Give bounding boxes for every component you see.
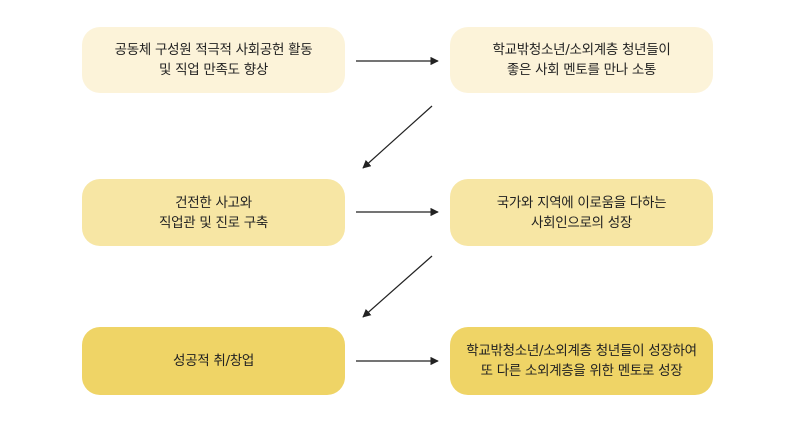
- node-label: 학교밖청소년/소외계층 청년들이 성장하여 또 다른 소외계층을 위한 멘토로 …: [466, 343, 697, 379]
- node-become-mentor: 학교밖청소년/소외계층 청년들이 성장하여 또 다른 소외계층을 위한 멘토로 …: [450, 327, 713, 395]
- node-label: 국가와 지역에 이로움을 다하는 사회인으로의 성장: [496, 194, 667, 231]
- node-social-growth: 국가와 지역에 이로움을 다하는 사회인으로의 성장: [450, 179, 713, 246]
- node-label: 건전한 사고와 직업관 및 진로 구축: [159, 194, 268, 231]
- node-label: 공동체 구성원 적극적 사회공헌 활동 및 직업 만족도 향상: [114, 42, 313, 78]
- arrow-n4-to-n5: [362, 255, 433, 318]
- node-label: 성공적 취/창업: [173, 353, 254, 369]
- node-community-contribution: 공동체 구성원 적극적 사회공헌 활동 및 직업 만족도 향상: [82, 27, 345, 93]
- node-career-outlook: 건전한 사고와 직업관 및 진로 구축: [82, 179, 345, 246]
- node-label: 학교밖청소년/소외계층 청년들이 좋은 사회 멘토를 만나 소통: [492, 42, 671, 78]
- arrow-n2-to-n3: [362, 105, 433, 169]
- node-employment-startup: 성공적 취/창업: [82, 327, 345, 395]
- node-mentor-communication: 학교밖청소년/소외계층 청년들이 좋은 사회 멘토를 만나 소통: [450, 27, 713, 93]
